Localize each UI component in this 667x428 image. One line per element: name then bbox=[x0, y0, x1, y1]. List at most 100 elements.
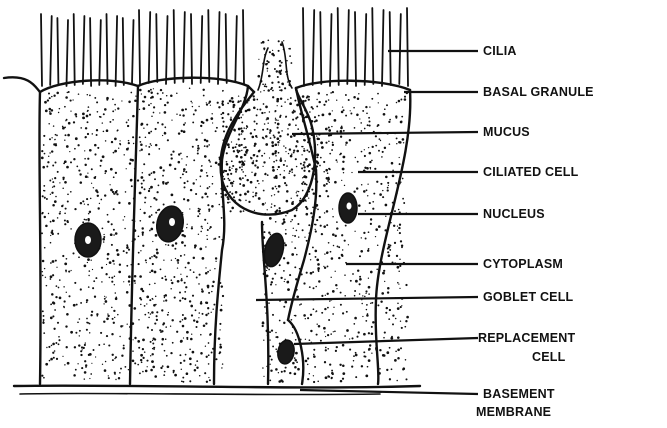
stipple-dot bbox=[281, 380, 283, 382]
stipple-dot bbox=[237, 102, 238, 103]
stipple-dot bbox=[369, 125, 371, 127]
stipple-dot bbox=[108, 375, 109, 376]
stipple-dot bbox=[239, 177, 242, 180]
stipple-dot bbox=[88, 286, 90, 288]
stipple-dot bbox=[69, 151, 70, 152]
stipple-dot bbox=[267, 209, 268, 210]
stipple-dot bbox=[199, 312, 201, 314]
stipple-dot bbox=[41, 150, 43, 152]
stipple-dot bbox=[45, 110, 48, 113]
stipple-dot bbox=[63, 178, 65, 180]
stipple-dot bbox=[166, 355, 168, 357]
stipple-dot bbox=[140, 359, 142, 361]
stipple-dot bbox=[382, 272, 385, 275]
stipple-dot bbox=[97, 207, 99, 209]
stipple-dot bbox=[283, 40, 284, 41]
stipple-dot bbox=[132, 350, 134, 352]
stipple-dot bbox=[299, 304, 301, 306]
cilium-stroke bbox=[183, 12, 185, 82]
stipple-dot bbox=[241, 160, 243, 162]
stipple-dot bbox=[294, 373, 297, 376]
stipple-dot bbox=[275, 336, 277, 338]
stipple-dot bbox=[104, 369, 107, 372]
stipple-dot bbox=[368, 231, 370, 233]
stipple-dot bbox=[293, 152, 295, 154]
stipple-dot bbox=[293, 110, 294, 111]
stipple-dot bbox=[280, 157, 282, 159]
stipple-dot bbox=[329, 300, 330, 301]
stipple-dot bbox=[277, 191, 279, 193]
stipple-dot bbox=[269, 380, 271, 382]
stipple-dot bbox=[79, 335, 80, 336]
stipple-dot bbox=[183, 198, 185, 200]
stipple-dot bbox=[325, 169, 328, 172]
stipple-dot bbox=[336, 227, 338, 229]
stipple-dot bbox=[150, 369, 153, 372]
stipple-dot bbox=[221, 305, 223, 307]
stipple-dot bbox=[256, 99, 258, 101]
stipple-dot bbox=[399, 224, 401, 226]
stipple-dot bbox=[366, 314, 369, 317]
stipple-dot bbox=[204, 155, 207, 158]
cilium-stroke bbox=[123, 18, 124, 85]
stipple-dot bbox=[44, 101, 47, 104]
stipple-dot bbox=[85, 366, 87, 368]
stipple-dot bbox=[313, 308, 315, 310]
stipple-dot bbox=[251, 172, 252, 173]
stipple-dot bbox=[363, 351, 365, 353]
stipple-dot bbox=[54, 161, 56, 163]
stipple-dot bbox=[341, 234, 343, 236]
stipple-dot bbox=[328, 129, 331, 132]
stipple-dot bbox=[349, 338, 350, 339]
stipple-dot bbox=[174, 374, 177, 377]
stipple-dot bbox=[295, 124, 297, 126]
stipple-dot bbox=[294, 215, 297, 218]
stipple-dot bbox=[189, 269, 191, 271]
stipple-dot bbox=[240, 117, 242, 119]
stipple-dot bbox=[134, 362, 136, 364]
stipple-dot bbox=[365, 290, 367, 292]
stipple-dot bbox=[332, 110, 333, 111]
stipple-dot bbox=[345, 144, 346, 145]
stipple-dot bbox=[123, 154, 124, 155]
label-ciliated-cell: CILIATED CELL bbox=[483, 165, 579, 179]
stipple-dot bbox=[243, 147, 245, 149]
stipple-dot bbox=[140, 209, 141, 210]
stipple-dot bbox=[395, 351, 397, 353]
stipple-dot bbox=[366, 309, 367, 310]
stipple-dot bbox=[272, 278, 274, 280]
stipple-dot bbox=[397, 266, 400, 269]
stipple-dot bbox=[370, 218, 372, 220]
stipple-dot bbox=[203, 325, 206, 328]
stipple-dot bbox=[405, 359, 407, 361]
stipple-dot bbox=[327, 195, 329, 197]
stipple-dot bbox=[305, 100, 307, 102]
stipple-dot bbox=[230, 173, 232, 175]
stipple-dot bbox=[278, 40, 280, 42]
stipple-dot bbox=[112, 110, 114, 112]
stipple-dot bbox=[257, 166, 259, 168]
stipple-dot bbox=[355, 354, 358, 357]
stipple-dot bbox=[295, 117, 297, 119]
stipple-dot bbox=[43, 377, 45, 379]
stipple-dot bbox=[264, 49, 265, 50]
stipple-dot bbox=[291, 319, 293, 321]
stipple-dot bbox=[331, 257, 334, 260]
stipple-dot bbox=[91, 260, 92, 261]
stipple-dot bbox=[193, 113, 195, 115]
stipple-dot bbox=[45, 363, 48, 366]
stipple-dot bbox=[200, 302, 203, 305]
stipple-dot bbox=[231, 160, 233, 162]
stipple-dot bbox=[302, 190, 304, 192]
stipple-dot bbox=[196, 360, 198, 362]
stipple-dot bbox=[120, 144, 121, 145]
stipple-dot bbox=[207, 271, 209, 273]
stipple-dot bbox=[328, 242, 330, 244]
stipple-dot bbox=[279, 60, 281, 62]
stipple-dot bbox=[267, 122, 268, 123]
cilium-stroke bbox=[320, 12, 321, 84]
stipple-dot bbox=[323, 266, 324, 267]
stipple-dot bbox=[331, 372, 334, 375]
stipple-dot bbox=[94, 97, 96, 99]
stipple-dot bbox=[101, 267, 103, 269]
